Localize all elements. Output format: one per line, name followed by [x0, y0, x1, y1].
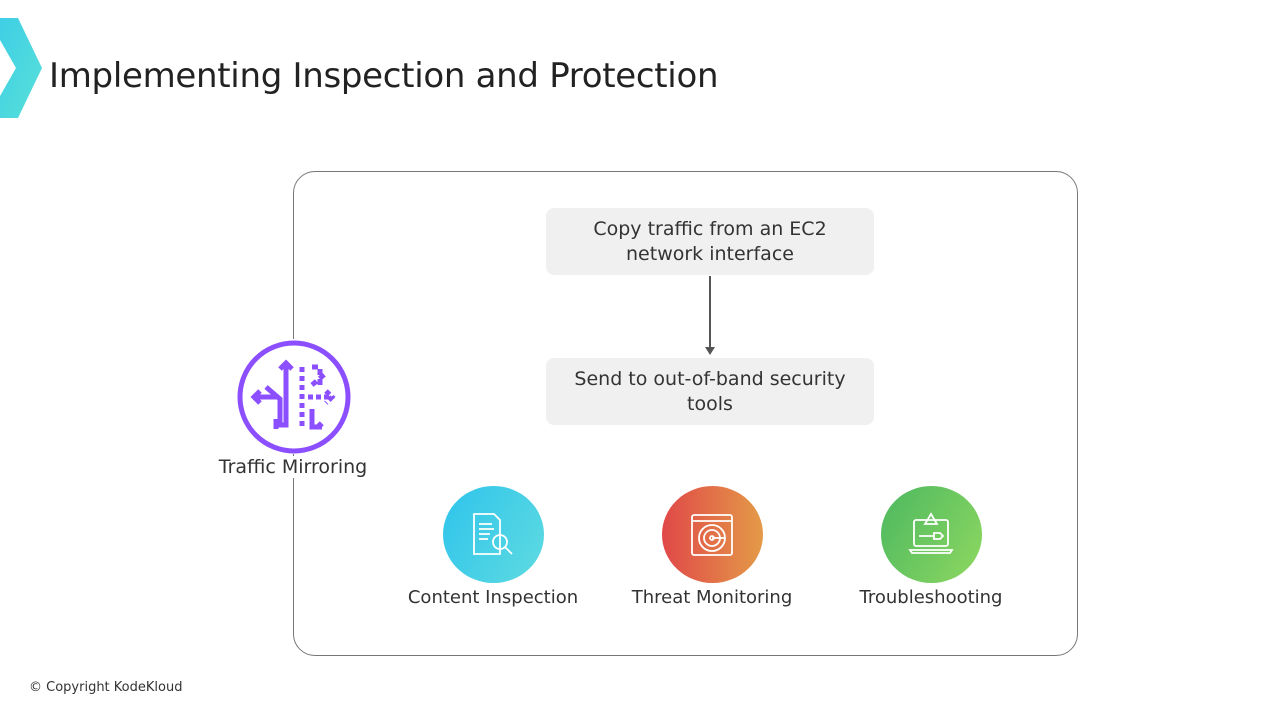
step-copy-traffic: Copy traffic from an EC2 network interfa… [546, 208, 874, 275]
use-case-content-inspection: Content Inspection [393, 486, 593, 608]
kodekloud-logo-icon [0, 18, 42, 118]
document-search-icon [473, 512, 513, 555]
threat-monitoring-label: Threat Monitoring [631, 587, 793, 608]
page-title: Implementing Inspection and Protection [49, 56, 719, 96]
radar-icon [691, 513, 733, 556]
use-case-threat-monitoring: Threat Monitoring [612, 486, 812, 608]
traffic-mirroring-icon [237, 340, 351, 454]
flow-arrow [709, 276, 711, 350]
laptop-warning-icon [908, 511, 954, 554]
copyright: © Copyright KodeKloud [29, 680, 183, 695]
traffic-mirroring-label: Traffic Mirroring [200, 456, 386, 478]
traffic-mirroring-service [226, 339, 362, 454]
use-case-troubleshooting: Troubleshooting [831, 486, 1031, 608]
step-send-tools: Send to out-of-band security tools [546, 358, 874, 425]
arrowhead-icon [705, 347, 715, 355]
troubleshooting-label: Troubleshooting [859, 587, 1003, 608]
content-inspection-label: Content Inspection [407, 587, 579, 608]
